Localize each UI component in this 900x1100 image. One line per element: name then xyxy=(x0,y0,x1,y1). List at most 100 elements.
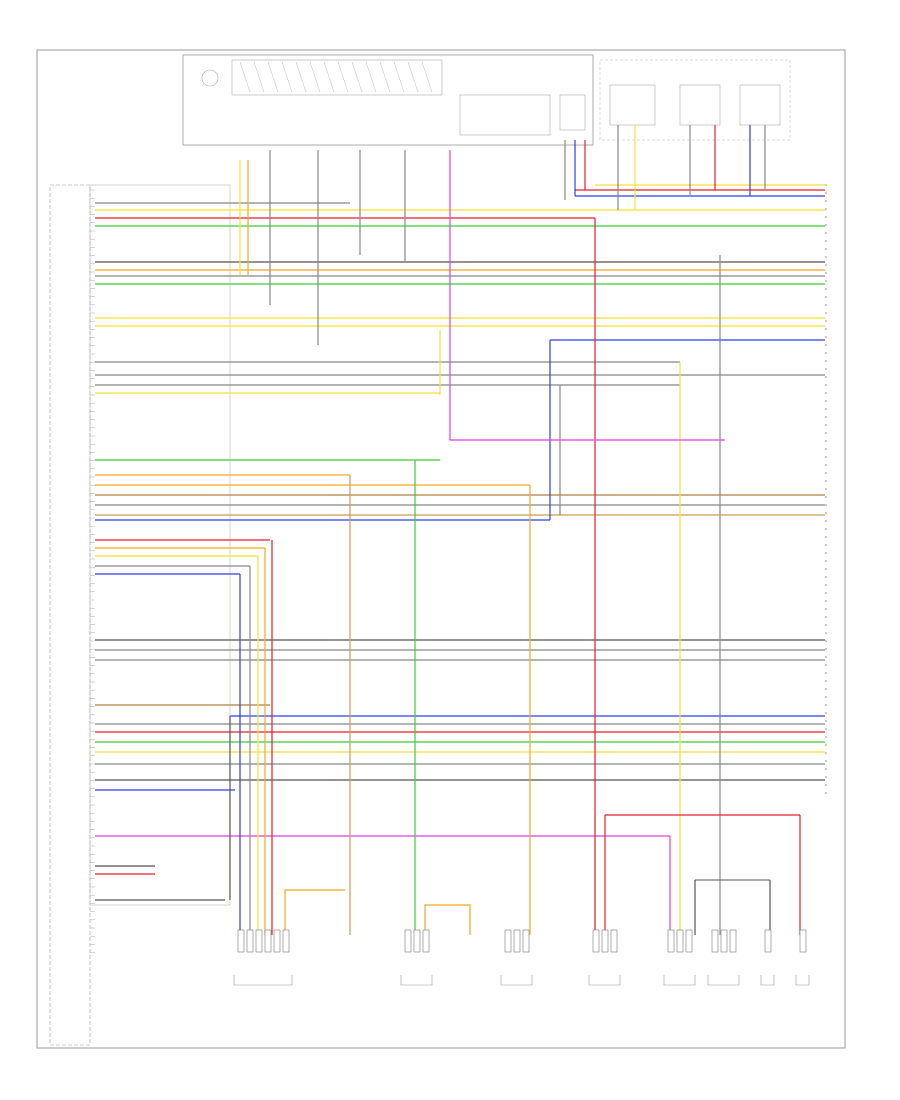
fuse-line xyxy=(365,61,377,93)
terminal-dot xyxy=(825,528,827,530)
wire-bracket xyxy=(284,889,345,935)
terminal-dot xyxy=(825,712,827,714)
terminal-dot xyxy=(825,320,827,322)
connector-pin xyxy=(513,929,521,953)
terminal-dot xyxy=(825,376,827,378)
terminal-dot xyxy=(825,224,827,226)
terminal-dot xyxy=(825,440,827,442)
terminal-dot xyxy=(825,352,827,354)
terminal-dot xyxy=(825,216,827,218)
terminal-dot xyxy=(825,560,827,562)
fuse-line xyxy=(267,61,279,93)
connector-housing xyxy=(795,975,810,986)
terminal-dot xyxy=(825,280,827,282)
terminal-dot xyxy=(825,488,827,490)
terminal-dot xyxy=(825,776,827,778)
terminal-dot xyxy=(825,208,827,210)
terminal-dot xyxy=(825,792,827,794)
terminal-dot xyxy=(825,784,827,786)
connector-pin xyxy=(592,929,600,953)
terminal-dot xyxy=(825,616,827,618)
connector-pin xyxy=(504,929,512,953)
connector-pin xyxy=(676,929,684,953)
pin-labels xyxy=(90,184,827,953)
fuse-line xyxy=(295,61,307,93)
fuse-line xyxy=(309,61,321,93)
terminal-dot xyxy=(825,264,827,266)
wire-bracket xyxy=(424,904,471,935)
connector-housing xyxy=(400,975,433,986)
fuse-line xyxy=(351,61,363,93)
terminal-dot xyxy=(825,448,827,450)
connector-pin xyxy=(273,929,281,953)
terminal-dot xyxy=(825,736,827,738)
terminal-dot xyxy=(825,672,827,674)
terminal-dot xyxy=(825,504,827,506)
connector-housing xyxy=(233,975,293,986)
terminal-dot xyxy=(825,552,827,554)
fuse-line xyxy=(337,61,349,93)
connector-pin xyxy=(711,929,719,953)
terminal-dot xyxy=(825,256,827,258)
connector-housing xyxy=(663,975,696,986)
fuse-line xyxy=(407,61,419,93)
terminal-dot xyxy=(825,512,827,514)
terminal-dot xyxy=(825,648,827,650)
connector-housing xyxy=(588,975,621,986)
connector-pin xyxy=(522,929,530,953)
vertical-wires xyxy=(229,125,801,935)
terminal-dot xyxy=(825,720,827,722)
terminal-dot xyxy=(825,248,827,250)
terminal-dot xyxy=(825,768,827,770)
connector-pin xyxy=(601,929,609,953)
terminal-dot xyxy=(825,592,827,594)
connector-housing xyxy=(707,975,740,986)
terminal-dot xyxy=(825,392,827,394)
terminal-dot xyxy=(825,184,827,186)
terminal-dot xyxy=(825,288,827,290)
terminal-dot xyxy=(825,296,827,298)
connector-housing xyxy=(500,975,533,986)
terminal-dot xyxy=(825,192,827,194)
terminal-dot xyxy=(825,752,827,754)
terminal-dot xyxy=(825,728,827,730)
terminal-dot xyxy=(825,624,827,626)
terminal-dot xyxy=(825,400,827,402)
connector-pin xyxy=(246,929,254,953)
terminal-dot xyxy=(825,272,827,274)
terminal-dot xyxy=(825,760,827,762)
terminal-dot xyxy=(825,480,827,482)
connector-pin xyxy=(610,929,618,953)
terminal-dot xyxy=(825,336,827,338)
terminal-dot xyxy=(825,600,827,602)
terminal-dot xyxy=(825,496,827,498)
horizontal-wires xyxy=(95,184,825,901)
terminal-dot xyxy=(825,424,827,426)
terminal-dot xyxy=(825,584,827,586)
terminal-dot xyxy=(825,696,827,698)
terminal-dot xyxy=(825,632,827,634)
connector-pin xyxy=(422,929,430,953)
connector-housing xyxy=(760,975,775,986)
top-right-module xyxy=(599,59,791,141)
fuse-line xyxy=(239,61,251,93)
terminal-dot xyxy=(825,432,827,434)
terminal-dot xyxy=(825,536,827,538)
connector-pin xyxy=(264,929,272,953)
ecm-box xyxy=(49,184,231,1046)
terminal-dot xyxy=(825,704,827,706)
fuse-line xyxy=(323,61,335,93)
connector-pin xyxy=(720,929,728,953)
terminal-dot xyxy=(825,312,827,314)
connector-pin xyxy=(685,929,693,953)
diagram-border xyxy=(36,49,846,1049)
terminal-dot xyxy=(825,472,827,474)
connector-pin xyxy=(413,929,421,953)
connector-pin xyxy=(799,929,807,953)
terminal-dot xyxy=(825,576,827,578)
fuse-line xyxy=(379,61,391,93)
terminal-dot xyxy=(825,656,827,658)
terminal-dot xyxy=(825,456,827,458)
terminal-dot xyxy=(825,344,827,346)
